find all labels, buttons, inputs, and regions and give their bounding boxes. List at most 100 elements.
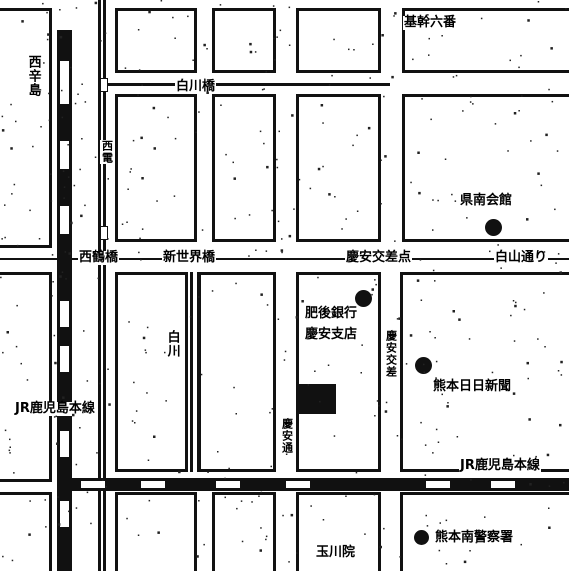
speckle-dot bbox=[543, 292, 545, 294]
speckle-dot bbox=[307, 384, 310, 386]
tram-line bbox=[100, 83, 390, 86]
speckle-dot bbox=[513, 454, 515, 457]
speckle-dot bbox=[43, 62, 45, 64]
speckle-dot bbox=[428, 54, 430, 56]
speckle-dot bbox=[423, 363, 425, 366]
speckle-dot bbox=[540, 184, 543, 187]
speckle-dot bbox=[494, 123, 497, 125]
speckle-dot bbox=[140, 259, 142, 261]
label-jr-left: JR鹿児島本線 bbox=[14, 401, 96, 416]
speckle-dot bbox=[11, 559, 14, 562]
speckle-dot bbox=[152, 106, 156, 110]
speckle-dot bbox=[333, 435, 336, 437]
speckle-dot bbox=[13, 472, 15, 474]
speckle-dot bbox=[0, 276, 2, 279]
speckle-dot bbox=[87, 401, 89, 404]
label-center-street: 慶安通 bbox=[280, 418, 294, 454]
speckle-dot bbox=[50, 200, 53, 202]
speckle-dot bbox=[437, 199, 439, 202]
speckle-dot bbox=[248, 214, 251, 216]
shoho-hall-marker[interactable] bbox=[485, 219, 502, 236]
speckle-dot bbox=[559, 423, 562, 427]
speckle-dot bbox=[288, 44, 291, 46]
speckle-dot bbox=[288, 234, 292, 238]
speckle-dot bbox=[96, 452, 98, 454]
speckle-dot bbox=[70, 221, 73, 225]
speckle-dot bbox=[435, 360, 438, 363]
speckle-dot bbox=[435, 377, 437, 379]
speckle-dot bbox=[537, 172, 540, 175]
speckle-dot bbox=[32, 145, 34, 148]
speckle-dot bbox=[472, 103, 474, 105]
block-d2 bbox=[115, 492, 197, 571]
speckle-dot bbox=[375, 283, 377, 286]
speckle-dot bbox=[285, 453, 288, 455]
block-d1 bbox=[0, 492, 52, 571]
label-shirakawa-bridge: 白川橋 bbox=[175, 79, 217, 94]
speckle-dot bbox=[29, 500, 31, 502]
speckle-dot bbox=[228, 467, 230, 470]
speckle-dot bbox=[198, 500, 200, 502]
speckle-dot bbox=[520, 54, 522, 57]
speckle-dot bbox=[51, 295, 53, 297]
kumamoto-nichinichi-marker[interactable] bbox=[415, 357, 432, 374]
speckle-dot bbox=[523, 308, 526, 311]
speckle-dot bbox=[405, 363, 408, 365]
speckle-dot bbox=[513, 112, 517, 115]
speckle-dot bbox=[134, 422, 136, 424]
speckle-dot bbox=[126, 221, 128, 223]
speckle-dot bbox=[255, 249, 257, 251]
speckle-dot bbox=[454, 200, 457, 202]
speckle-dot bbox=[83, 330, 85, 332]
speckle-dot bbox=[399, 556, 401, 558]
speckle-dot bbox=[521, 95, 523, 97]
speckle-dot bbox=[233, 386, 235, 389]
speckle-dot bbox=[271, 408, 274, 410]
speckle-dot bbox=[394, 240, 396, 242]
speckle-dot bbox=[288, 561, 290, 563]
speckle-dot bbox=[144, 349, 147, 351]
police-station-marker[interactable] bbox=[414, 530, 429, 545]
bank-building[interactable] bbox=[298, 384, 336, 414]
speckle-dot bbox=[557, 370, 560, 372]
speckle-dot bbox=[463, 560, 467, 564]
speckle-dot bbox=[526, 218, 529, 221]
speckle-dot bbox=[514, 304, 517, 308]
speckle-dot bbox=[258, 495, 260, 497]
speckle-dot bbox=[334, 196, 336, 198]
speckle-dot bbox=[421, 98, 423, 100]
speckle-dot bbox=[178, 470, 181, 474]
speckle-dot bbox=[273, 37, 275, 40]
speckle-dot bbox=[63, 186, 66, 188]
speckle-dot bbox=[16, 244, 19, 247]
speckle-dot bbox=[469, 550, 471, 552]
speckle-dot bbox=[249, 42, 252, 46]
speckle-dot bbox=[548, 507, 550, 509]
speckle-dot bbox=[544, 346, 546, 348]
label-keian-intersection: 慶安交差点 bbox=[345, 250, 413, 265]
speckle-dot bbox=[147, 459, 150, 461]
block-b3 bbox=[296, 94, 381, 242]
speckle-dot bbox=[328, 193, 331, 196]
block-d3 bbox=[212, 492, 276, 571]
speckle-dot bbox=[432, 452, 434, 454]
speckle-dot bbox=[220, 104, 222, 106]
speckle-dot bbox=[276, 36, 278, 38]
speckle-dot bbox=[277, 220, 280, 223]
rail-gap bbox=[59, 430, 70, 458]
speckle-dot bbox=[445, 563, 448, 565]
speckle-dot bbox=[555, 262, 557, 264]
speckle-dot bbox=[380, 159, 382, 161]
speckle-dot bbox=[64, 251, 67, 253]
rail-gap bbox=[490, 480, 516, 489]
speckle-dot bbox=[333, 38, 335, 41]
speckle-dot bbox=[277, 318, 280, 320]
tram-stop bbox=[100, 226, 108, 240]
higo-bank-marker[interactable] bbox=[355, 290, 372, 307]
speckle-dot bbox=[283, 359, 286, 361]
speckle-dot bbox=[426, 525, 429, 527]
speckle-dot bbox=[435, 428, 438, 431]
speckle-dot bbox=[432, 229, 434, 231]
speckle-dot bbox=[284, 350, 287, 353]
